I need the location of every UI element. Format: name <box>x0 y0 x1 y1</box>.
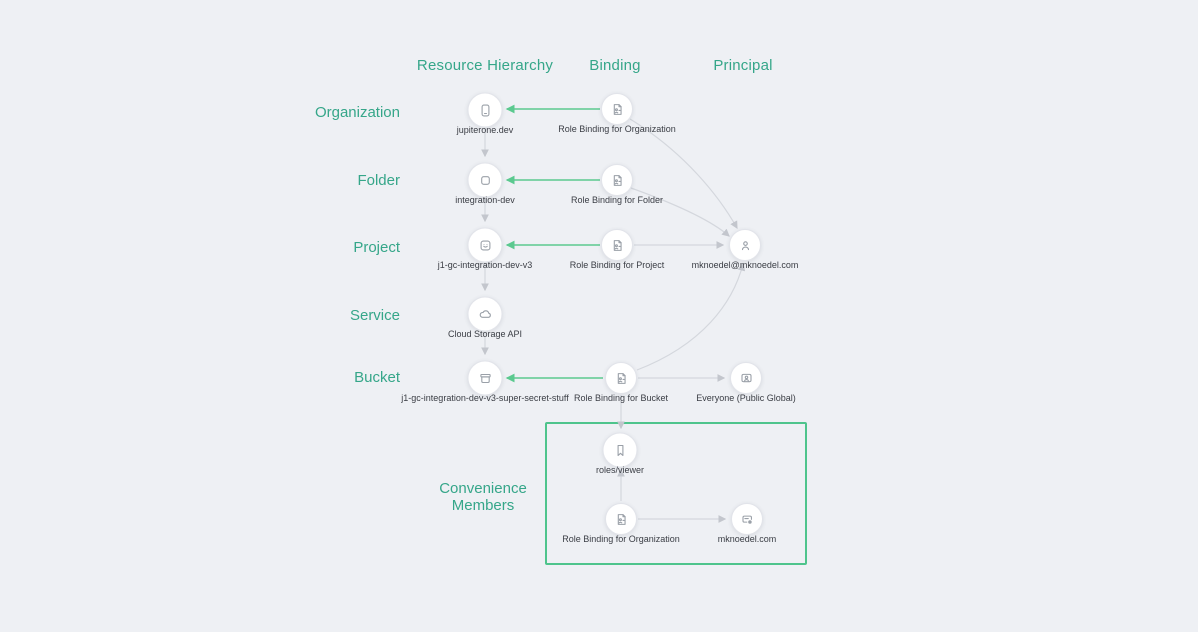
role-binding-icon <box>610 173 625 188</box>
node-label: Role Binding for Bucket <box>573 393 669 403</box>
edge-binding-bucket-to-principal <box>636 262 746 371</box>
row-label-folder: Folder <box>357 172 400 189</box>
column-header-resource-hierarchy: Resource Hierarchy <box>416 57 554 74</box>
cloud-icon <box>477 306 493 322</box>
project-icon <box>477 237 493 253</box>
node-label: Role Binding for Project <box>569 260 665 270</box>
node-label: mknoedel@mknoedel.com <box>691 260 799 270</box>
node-label: Everyone (Public Global) <box>696 393 796 403</box>
edge-binding-folder-to-principal <box>630 187 730 237</box>
role-binding-icon <box>614 512 629 527</box>
bucket-icon <box>477 370 493 386</box>
row-label-organization: Organization <box>314 104 400 121</box>
node-label: j1-gc-integration-dev-v3-super-secret-st… <box>401 393 569 403</box>
role-binding-icon <box>614 371 629 386</box>
convenience-members-box <box>545 422 807 565</box>
node-label: Cloud Storage API <box>447 329 523 339</box>
node-label: jupiterone.dev <box>456 125 514 135</box>
row-label-convenience-members: Convenience Members <box>439 480 527 514</box>
node-label: Role Binding for Folder <box>570 195 664 205</box>
row-label-bucket: Bucket <box>354 369 400 386</box>
node-label: j1-gc-integration-dev-v3 <box>437 260 533 270</box>
node-label: integration-dev <box>455 195 515 205</box>
organization-icon <box>477 102 493 118</box>
edge-binding-org-to-principal <box>629 118 738 230</box>
domain-icon <box>740 512 755 527</box>
row-label-service: Service <box>349 307 400 324</box>
node-label: Role Binding for Organization <box>562 534 680 544</box>
column-header-binding: Binding <box>589 57 641 74</box>
everyone-public-icon <box>739 371 754 386</box>
row-label-project: Project <box>353 239 400 256</box>
bookmark-icon <box>612 442 628 458</box>
role-binding-icon <box>610 238 625 253</box>
role-binding-icon <box>610 102 625 117</box>
node-label: roles/viewer <box>595 465 645 475</box>
column-header-principal: Principal <box>713 57 773 74</box>
folder-icon <box>477 172 493 188</box>
node-label: Role Binding for Organization <box>558 124 676 134</box>
node-label: mknoedel.com <box>717 534 777 544</box>
user-icon <box>738 238 753 253</box>
